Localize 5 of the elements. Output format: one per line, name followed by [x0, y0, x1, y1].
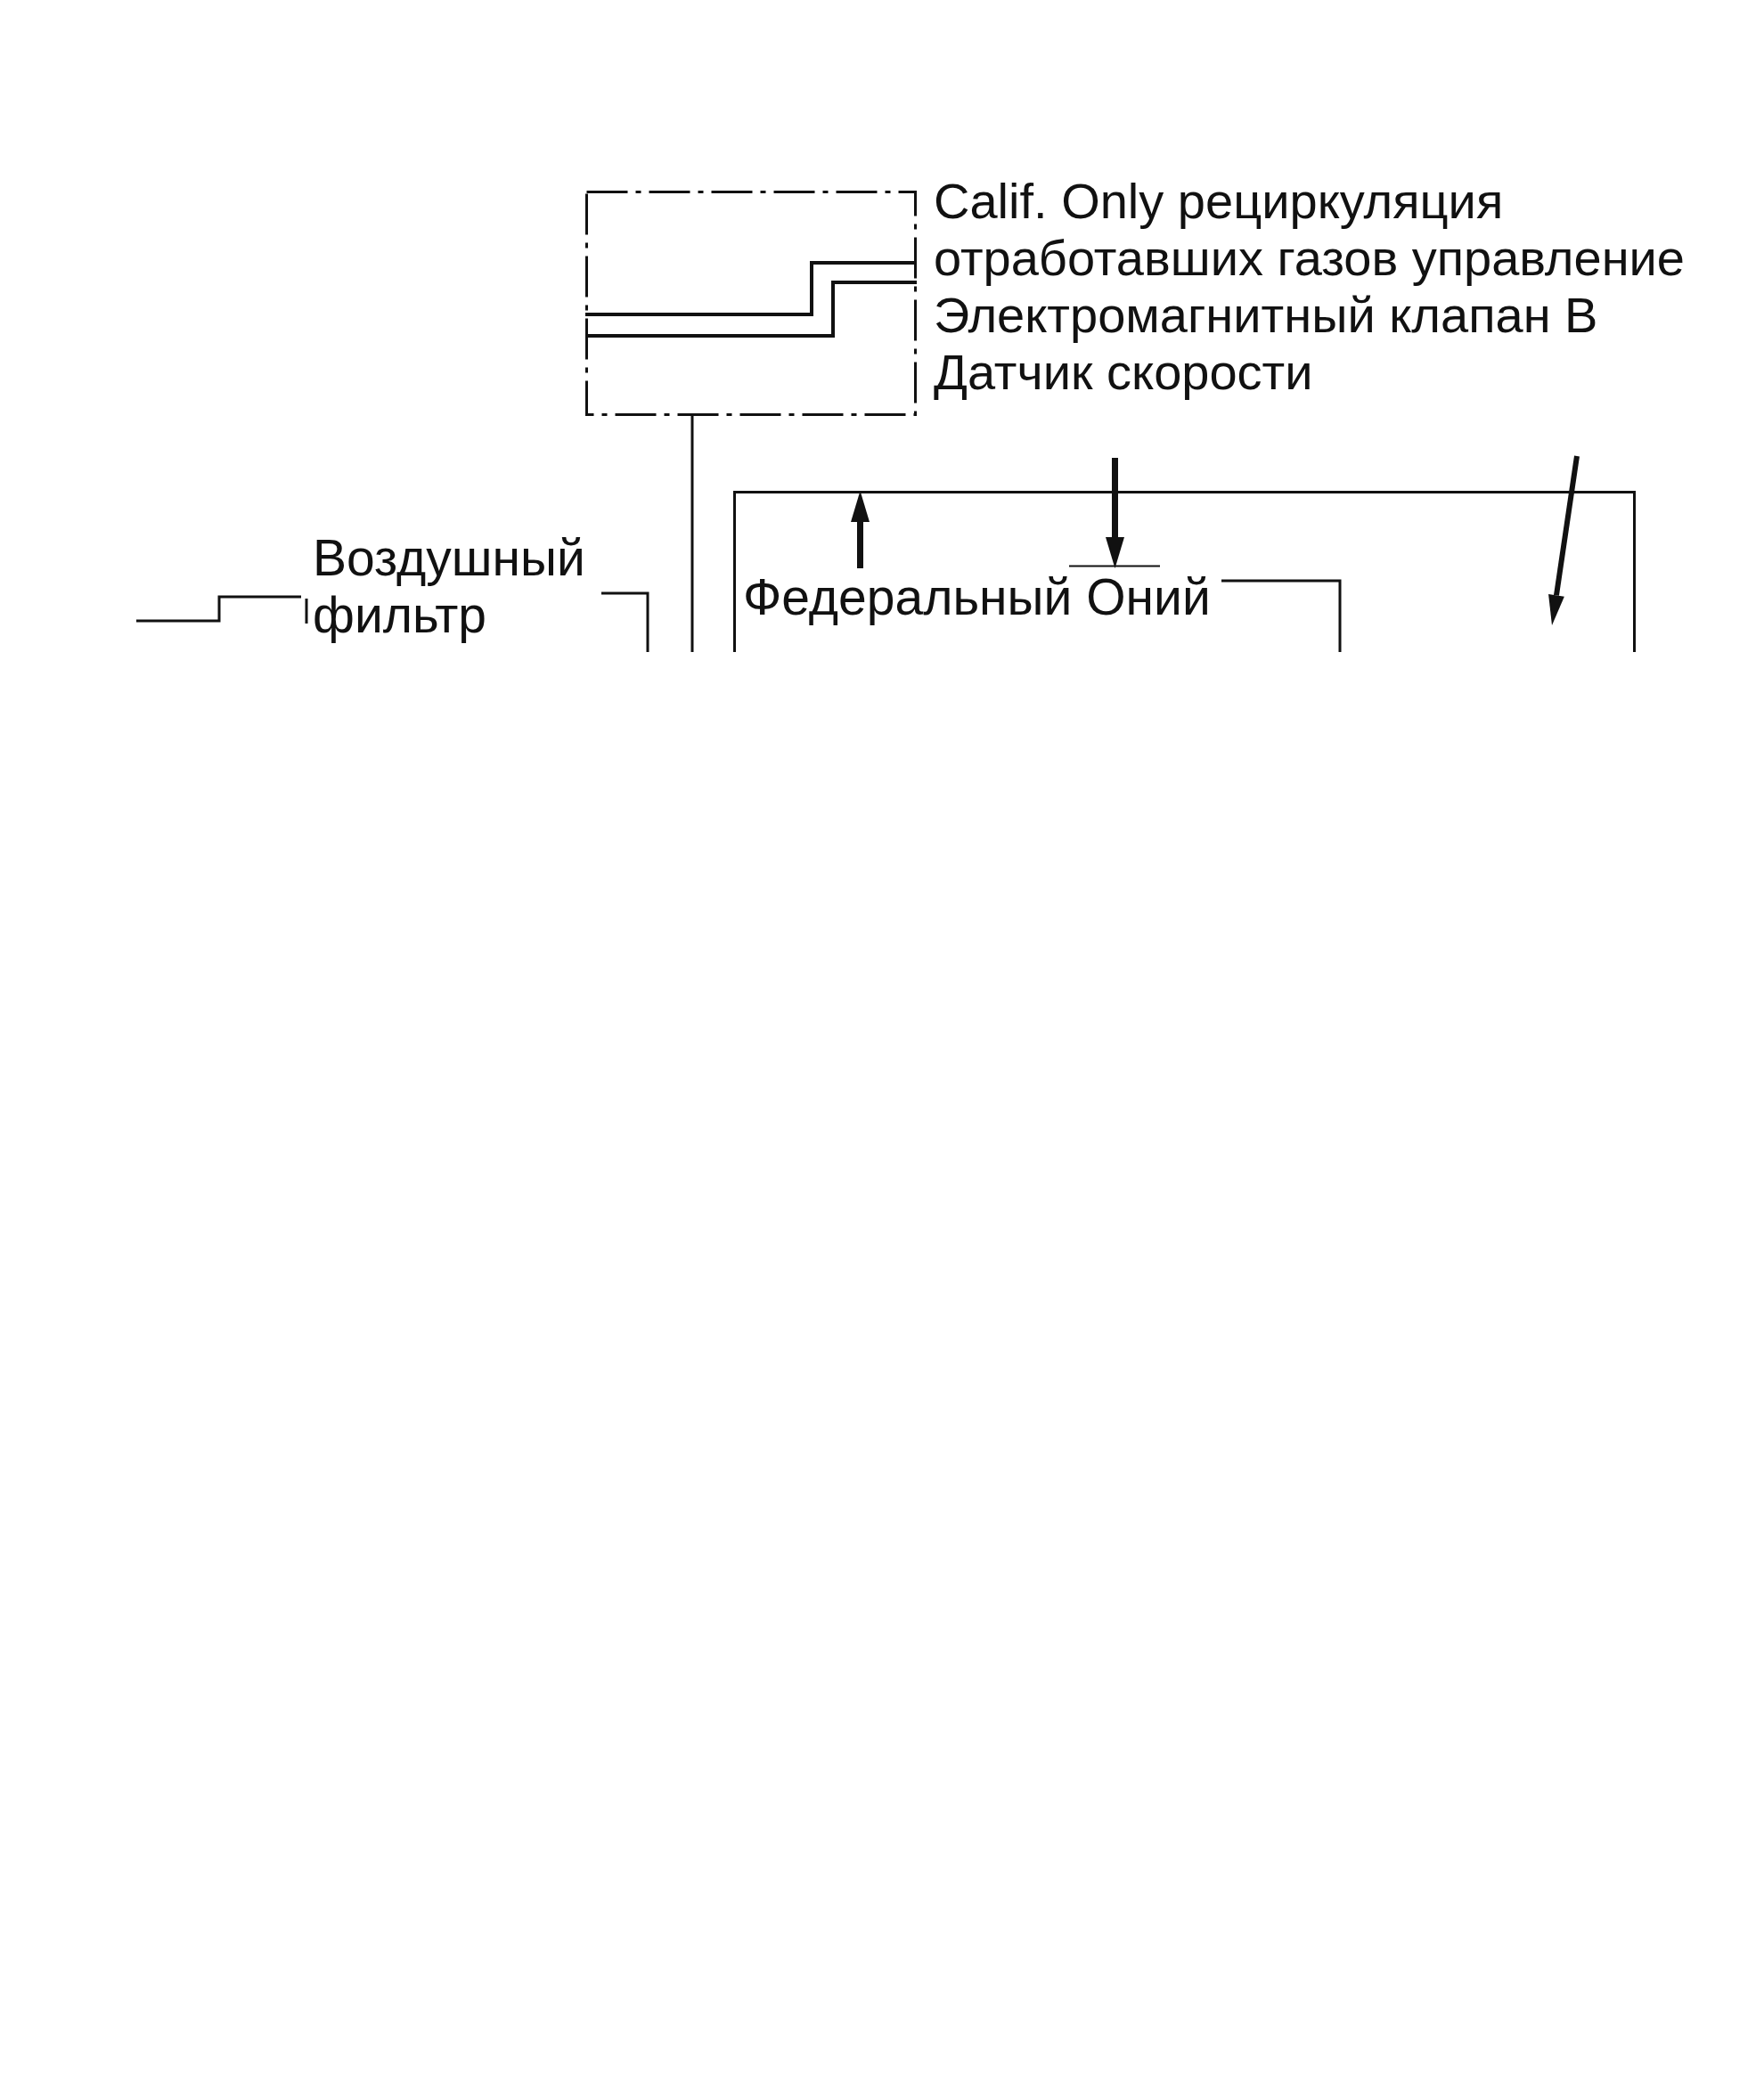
component-heading: Федеральный Оний — [743, 568, 1211, 625]
connector-line — [690, 416, 694, 652]
part-label: Воздушный фильтр — [313, 529, 586, 643]
component-box — [733, 491, 1636, 652]
component-label: Calif. Only рециркуляция отработавших газов управление Электромагнитный клапан B Датчик скорости — [934, 173, 1686, 401]
